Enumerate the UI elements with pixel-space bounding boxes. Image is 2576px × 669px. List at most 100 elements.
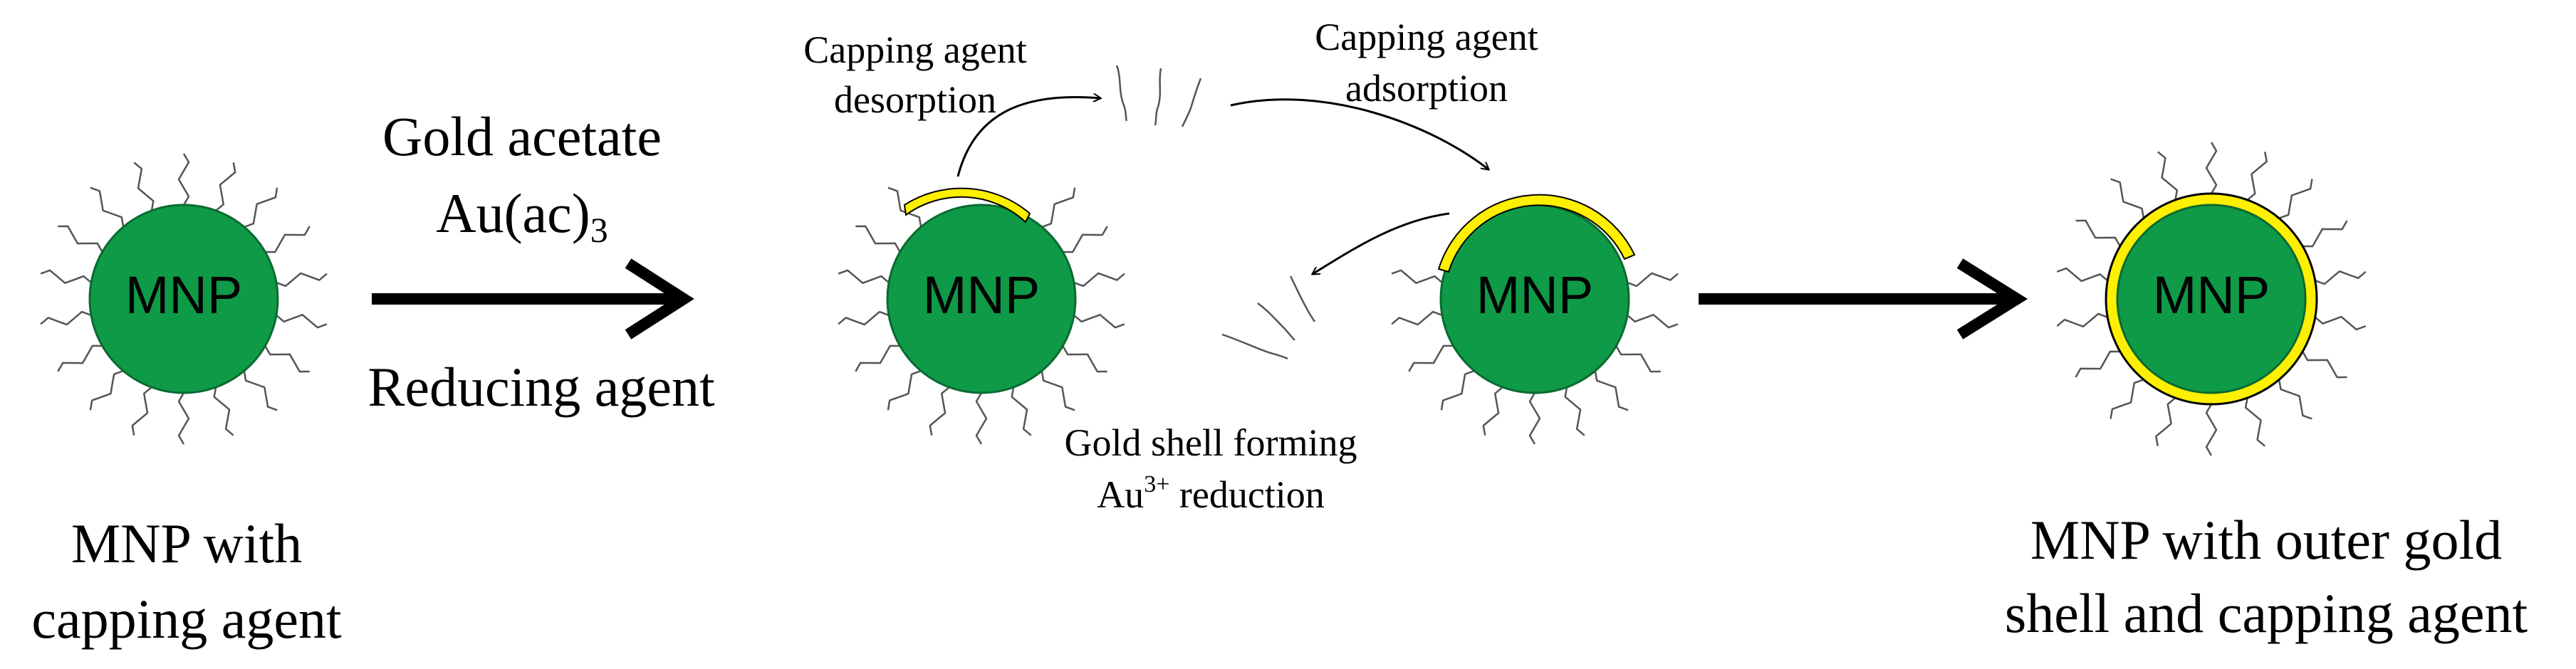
particle-label: MNP (125, 265, 242, 325)
ligand-tail (243, 370, 278, 411)
ligand-tail (1391, 310, 1443, 326)
ligand-tail (213, 386, 234, 436)
particle-label: MNP (1476, 265, 1593, 325)
ligand-tail (1482, 386, 1503, 436)
ligand-tail (1615, 345, 1661, 373)
ligand-tail (90, 186, 125, 228)
particle-label: MNP (923, 265, 1040, 325)
adsorption-arrow (1230, 98, 1488, 169)
caption-end-line1: MNP with outer gold (2030, 509, 2502, 571)
process-labels: Capping agent desorption Capping agent a… (803, 16, 1538, 516)
particle-core (88, 204, 279, 394)
ligand-tail (1073, 272, 1125, 288)
ligand-tail (265, 226, 311, 253)
capping-agent-ligands-adsorbing (1391, 269, 1679, 445)
ligand-tail (1041, 370, 1075, 411)
free-capping-agent-adsorbing (1221, 275, 1316, 360)
particle-core (2116, 204, 2307, 394)
ligand-tail (40, 269, 92, 284)
ligand-tail (2056, 312, 2108, 328)
ligand-tail (1391, 269, 1443, 284)
ligand-tail (177, 153, 190, 206)
ligand-tail (2155, 397, 2176, 446)
ligand-tail (1062, 345, 1107, 373)
ligand-tail (975, 392, 988, 445)
ligand-tail (887, 186, 922, 228)
au-reduction-label: Au3+ reduction (1097, 471, 1325, 516)
ligand-tail (855, 344, 900, 372)
ligand-tail (131, 386, 152, 436)
ligand-tail (887, 369, 922, 411)
mnp-particle-desorption: MNP (886, 187, 1077, 394)
reagent-gold-acetate: Gold acetate (382, 105, 662, 167)
adsorption-label-line1: Capping agent (1315, 16, 1538, 58)
reagent-reducing-agent: Reducing agent (367, 356, 715, 418)
ligand-tail (177, 392, 190, 445)
ligand-tail (1073, 314, 1125, 329)
ligand-tail (1063, 226, 1108, 253)
reaction-arrow-1 (372, 258, 694, 339)
ligand-tail (1627, 314, 1679, 329)
mnp-particle-adsorption: MNP (1437, 194, 1636, 394)
ligand-tail (1408, 344, 1454, 372)
readsorption-arrow (1313, 212, 1450, 274)
ligand-tail (57, 344, 103, 372)
reaction-arrow-2 (1699, 258, 2028, 339)
mnp-particle-start: MNP (88, 204, 279, 394)
ligand-tail (2205, 404, 2218, 456)
ligand-tail (1011, 386, 1032, 436)
gold-patch (903, 187, 1031, 223)
caption-end-line2: shell and capping agent (2005, 582, 2528, 644)
capping-agent-ligands-desorbing (838, 186, 1125, 445)
ligand-tail (1564, 386, 1585, 436)
caption-start-line1: MNP with (71, 512, 302, 574)
ligand-tail (929, 386, 950, 436)
ligand-tail (215, 162, 236, 211)
mnp-particle-final: MNP (2105, 192, 2318, 406)
captions: MNP with capping agent MNP with outer go… (31, 509, 2528, 650)
ligand-tail (2205, 142, 2218, 194)
particle-core (886, 204, 1077, 394)
desorption-label-line2: desorption (834, 78, 996, 121)
gold-patch (1437, 194, 1636, 273)
ligand-tail (276, 272, 328, 288)
ligand-tail (89, 369, 124, 411)
ligand-tail (40, 310, 92, 326)
ligand-tail (276, 314, 328, 329)
ligand-tail (1528, 392, 1541, 445)
ligand-tail (58, 225, 103, 253)
capping-agent-ligands-start (40, 153, 328, 445)
adsorption-label-line2: adsorption (1345, 67, 1508, 110)
ligand-tail (2110, 379, 2144, 419)
ligand-tail (2303, 220, 2348, 248)
ligand-tail (1041, 187, 1076, 228)
ligand-tail (2075, 219, 2121, 247)
ligand-tail (244, 187, 278, 228)
ligand-tail (133, 162, 155, 211)
desorption-arrow (956, 97, 1100, 177)
ligand-tail (838, 310, 890, 326)
shell-forming-label: Gold shell forming (1065, 421, 1357, 464)
ligand-tail (2075, 350, 2120, 378)
ligand-tail (2157, 151, 2179, 201)
free-capping-agent-desorbed (1115, 65, 1202, 127)
ligand-tail (855, 225, 901, 253)
particle-label: MNP (2153, 265, 2270, 325)
capping-agent-ligands-final (2056, 142, 2367, 456)
desorption-label-line1: Capping agent (803, 28, 1026, 71)
ligand-tail (1594, 370, 1629, 411)
ligand-tail (1440, 369, 1475, 411)
ligand-tail (2278, 179, 2313, 219)
ligand-tail (2110, 178, 2145, 218)
ligand-tail (2315, 270, 2367, 285)
ligand-tail (838, 269, 890, 284)
ligand-tail (1627, 272, 1679, 288)
ligand-tail (2056, 267, 2109, 283)
ligand-tail (2244, 397, 2265, 447)
caption-start-line2: capping agent (31, 588, 342, 650)
ligand-tail (2278, 379, 2312, 420)
reagent-formula: Au(ac)3 (436, 182, 608, 250)
ligand-tail (2246, 152, 2268, 201)
ligand-tail (2302, 351, 2347, 379)
